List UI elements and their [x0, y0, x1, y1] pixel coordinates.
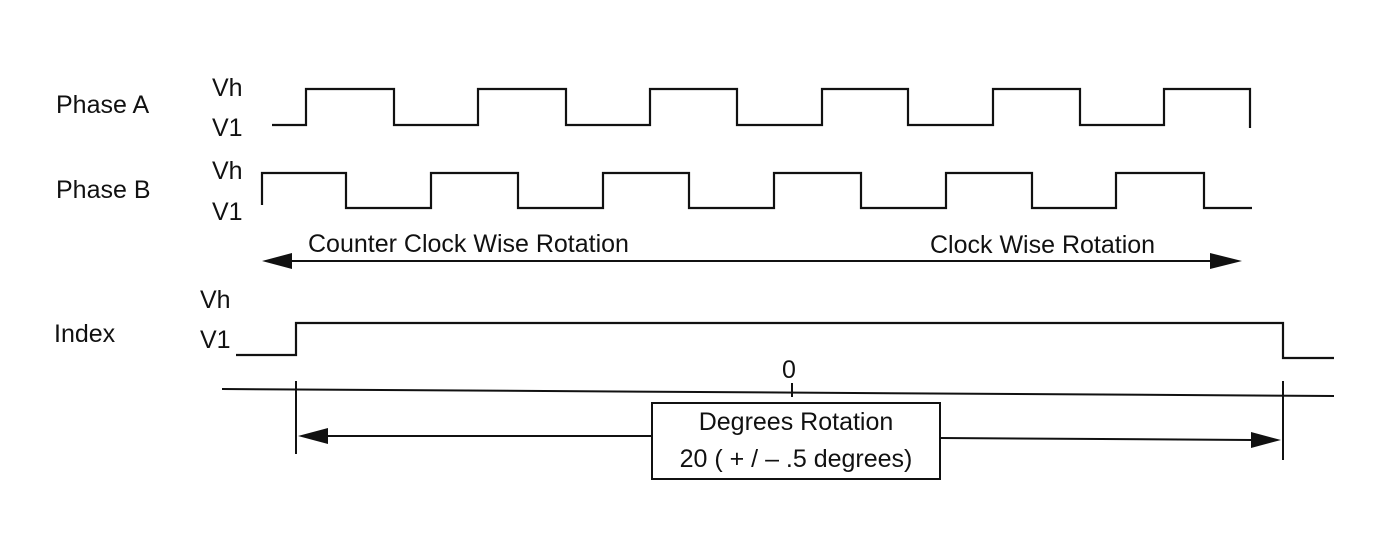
phase-b-low-label: V1	[212, 198, 243, 226]
ccw-rotation-label: Counter Clock Wise Rotation	[308, 230, 629, 258]
degrees-rotation-title: Degrees Rotation	[699, 408, 894, 436]
ccw-arrowhead	[262, 253, 292, 269]
reference-baseline	[221, 388, 1335, 397]
phase-a-waveform	[272, 87, 1252, 128]
index-high-label: Vh	[200, 286, 231, 314]
index-waveform	[236, 321, 1334, 360]
cw-arrowhead	[1210, 253, 1242, 269]
index-low-label: V1	[200, 326, 231, 354]
span-right-arrowhead	[1251, 432, 1281, 448]
index-label: Index	[54, 320, 116, 348]
phase-b-label: Phase B	[56, 176, 151, 204]
phase-a-high-label: Vh	[212, 74, 243, 102]
span-left-arrowhead	[298, 428, 328, 444]
phase-a-low-label: V1	[212, 114, 243, 142]
phase-b-waveform	[260, 171, 1252, 210]
phase-a-label: Phase A	[56, 91, 149, 119]
degrees-rotation-tolerance: 20 ( + / – .5 degrees)	[680, 445, 913, 473]
degrees-rotation-box	[651, 402, 941, 480]
cw-rotation-label: Clock Wise Rotation	[930, 231, 1155, 259]
zero-label: 0	[782, 356, 796, 384]
span-arrow-right-segment	[939, 437, 1253, 441]
phase-b-high-label: Vh	[212, 157, 243, 185]
